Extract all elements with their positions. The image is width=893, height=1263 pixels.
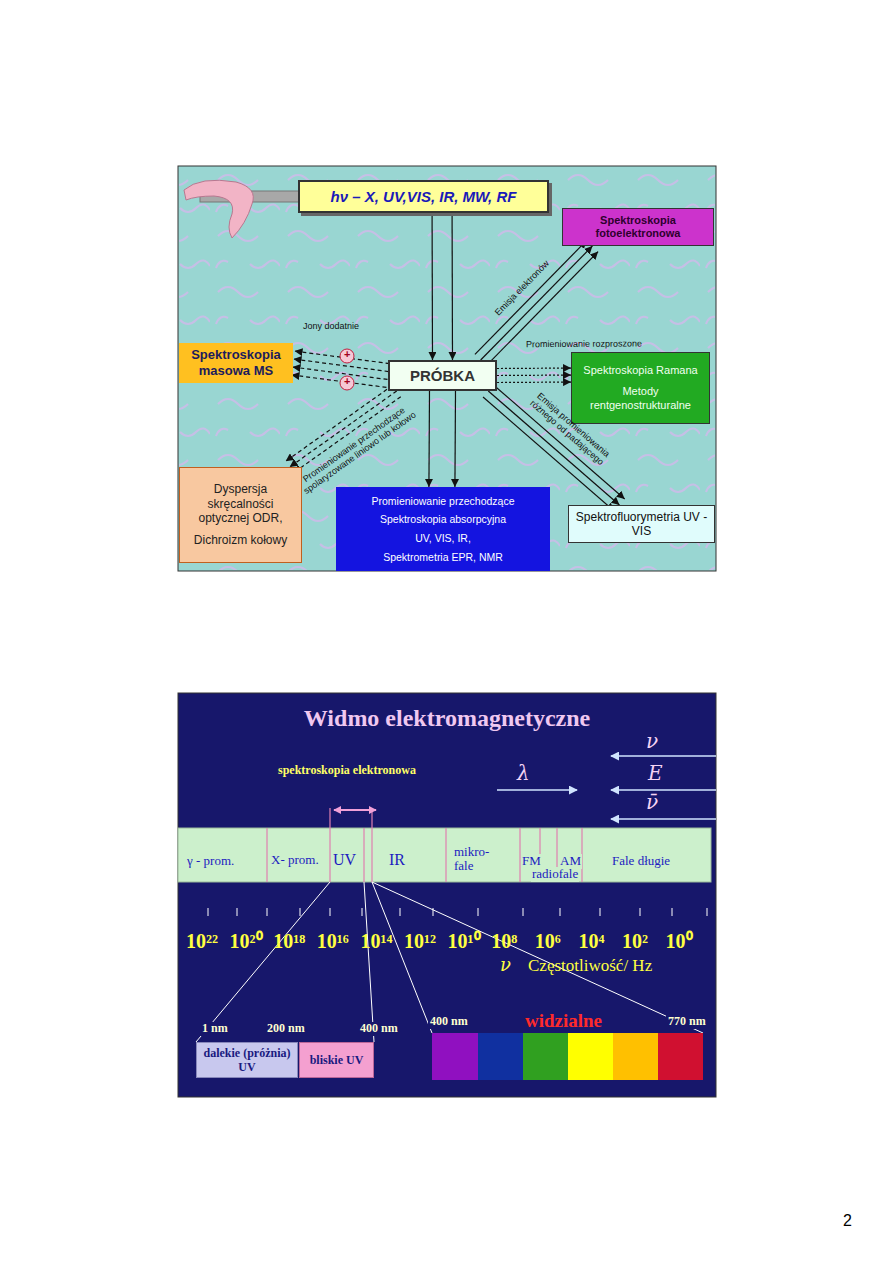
node-text: Promieniowanie przechodzące bbox=[372, 495, 515, 508]
connector-line bbox=[292, 367, 387, 380]
tick-mark bbox=[208, 908, 209, 916]
range-label: spektroskopia elektronowa bbox=[278, 764, 416, 778]
connector-label: Promieniowanie przechodzące spolaryzowan… bbox=[290, 397, 424, 501]
connector-label: Emisja promieniowania różnego od padając… bbox=[516, 380, 624, 478]
connector-line bbox=[294, 359, 389, 372]
tick-mark bbox=[267, 908, 268, 916]
frequency-value: 10¹⁰ bbox=[448, 930, 481, 953]
node-text: Metody rentgenostrukturalne bbox=[576, 385, 705, 411]
wavelength-label: 1 nm bbox=[200, 1022, 230, 1036]
tick-mark bbox=[560, 908, 561, 916]
node-text: bliskie UV bbox=[310, 1053, 364, 1067]
tick-mark bbox=[362, 908, 363, 916]
node-text: Spektroskopia Ramana bbox=[583, 364, 697, 377]
tick-mark bbox=[707, 908, 708, 916]
uv-range-box: dalekie (próżnia) UV bbox=[196, 1042, 298, 1078]
axis-symbol: ν bbox=[500, 955, 511, 976]
ion-sign: + bbox=[344, 375, 350, 388]
frequency-value: 10¹⁶ bbox=[317, 930, 349, 953]
tick-mark bbox=[672, 908, 673, 916]
connector-line bbox=[431, 213, 433, 360]
ion-label: Jony dodatnie bbox=[303, 321, 359, 331]
frequency-value: 10¹⁴ bbox=[360, 930, 392, 953]
sample-box: PRÓBKA bbox=[388, 360, 497, 391]
connector-line bbox=[451, 213, 453, 360]
node-text: Spektrofluorymetria UV - VIS bbox=[573, 510, 710, 539]
connector-line bbox=[454, 391, 456, 487]
wavelength-label: 400 nm bbox=[358, 1022, 400, 1036]
page-number: 2 bbox=[843, 1212, 852, 1230]
node-text: Spektrometria EPR, NMR bbox=[383, 551, 503, 564]
wavelength-label: 200 nm bbox=[265, 1022, 307, 1036]
tick-mark bbox=[478, 908, 479, 916]
band-label: IR bbox=[389, 851, 405, 869]
method-box: Spektroskopia masowa MS bbox=[179, 343, 293, 383]
band-label: mikro- fale bbox=[454, 845, 504, 874]
node-text: hν – X, UV,VIS, IR, MW, RF bbox=[331, 188, 517, 206]
wavelength-label: 770 nm bbox=[666, 1015, 708, 1029]
frequency-value: 10⁰ bbox=[666, 930, 693, 953]
frequency-value: 10⁸ bbox=[491, 930, 517, 953]
method-box: Spektrofluorymetria UV - VIS bbox=[568, 505, 715, 543]
tick-mark bbox=[330, 908, 331, 916]
quantity-symbol: ν̄ bbox=[646, 791, 658, 814]
method-box: Promieniowanie przechodząceSpektroskopia… bbox=[336, 487, 550, 571]
connector-line bbox=[497, 374, 571, 376]
connector bbox=[432, 213, 452, 360]
connector bbox=[429, 391, 456, 487]
tick-mark bbox=[400, 908, 401, 916]
frequency-value: 10⁶ bbox=[535, 930, 561, 953]
radiation-box: hν – X, UV,VIS, IR, MW, RF bbox=[298, 180, 549, 213]
node-text: Dichroizm kołowy bbox=[194, 533, 287, 547]
frequency-value: 10¹⁸ bbox=[273, 930, 305, 953]
method-box: Spektroskopia RamanaMetody rentgenostruk… bbox=[571, 352, 710, 424]
node-text: Spektroskopia absorpcyjna bbox=[380, 513, 506, 526]
tick-mark bbox=[300, 908, 301, 916]
frequency-value: 10²² bbox=[186, 930, 218, 953]
axis-title: Częstotliwość/ Hz bbox=[528, 956, 652, 976]
method-box: Dyspersja skręcalności optycznej ODR, Dic… bbox=[179, 467, 302, 563]
range-label: widzialne bbox=[523, 1010, 604, 1032]
band-label: Fale długie bbox=[612, 854, 670, 869]
tick-mark bbox=[600, 908, 601, 916]
top-slide bbox=[178, 166, 716, 571]
connector-line bbox=[428, 391, 430, 487]
tick-mark bbox=[640, 908, 641, 916]
frequency-value: 10² bbox=[622, 930, 648, 953]
connector-line bbox=[497, 381, 571, 383]
frequency-value: 10⁴ bbox=[578, 930, 604, 953]
node-text: Dyspersja skręcalności optycznej ODR, bbox=[186, 482, 295, 525]
connector bbox=[497, 368, 571, 382]
quantity-symbol: λ bbox=[517, 762, 530, 785]
tick-mark bbox=[237, 908, 238, 916]
bottom-slide bbox=[178, 693, 716, 1097]
band-label: UV bbox=[333, 851, 356, 869]
frequency-value: 10¹² bbox=[404, 930, 436, 953]
connector-line bbox=[497, 367, 571, 369]
tick-mark bbox=[523, 908, 524, 916]
quantity-symbol: E bbox=[648, 762, 663, 785]
quantity-symbol: ν bbox=[646, 730, 658, 753]
connector-line bbox=[475, 240, 587, 354]
node-text: PRÓBKA bbox=[410, 367, 475, 385]
node-text: Spektroskopia fotoelektronowa bbox=[567, 214, 709, 240]
connector-line bbox=[291, 375, 386, 388]
connector-label: Emisja elektronów bbox=[476, 242, 567, 335]
node-text: Spektroskopia masowa MS bbox=[183, 347, 289, 378]
method-box: Spektroskopia fotoelektronowa bbox=[562, 208, 714, 246]
band-label: γ - prom. bbox=[187, 854, 234, 869]
node-text: dalekie (próżnia) UV bbox=[200, 1046, 294, 1075]
wavelength-label: 400 nm bbox=[428, 1015, 470, 1029]
connector-label: Promieniowanie rozproszone bbox=[499, 339, 669, 350]
slide-title: Widmo elektromagnetyczne bbox=[178, 705, 716, 732]
visible-spectrum-bars bbox=[432, 1033, 703, 1080]
frequency-value: 10²⁰ bbox=[230, 930, 263, 953]
band-label: radiofale bbox=[531, 867, 579, 882]
band-label: X- prom. bbox=[271, 853, 319, 868]
uv-range-box: bliskie UV bbox=[299, 1042, 374, 1078]
node-text: UV, VIS, IR, bbox=[415, 532, 471, 545]
ion-sign: + bbox=[344, 348, 350, 361]
